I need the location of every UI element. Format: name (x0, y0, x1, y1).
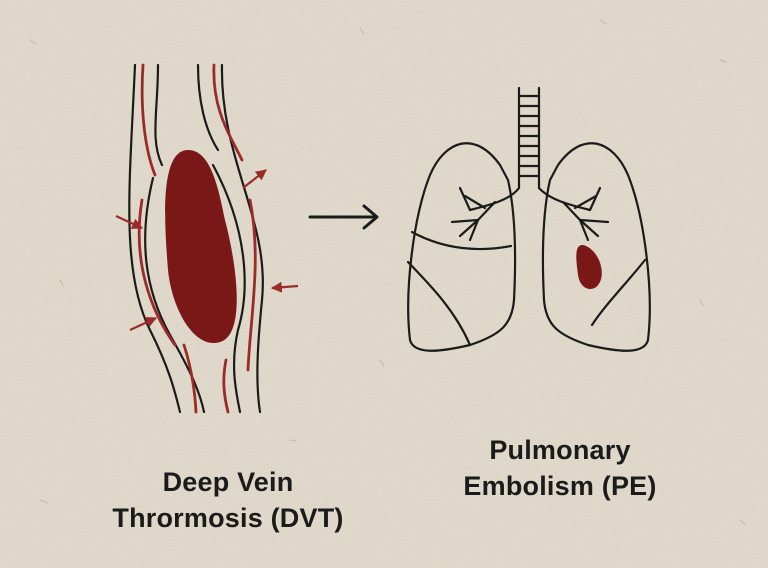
paper-specks (29, 19, 746, 525)
pe-label: Pulmonary Embolism (PE) (440, 432, 680, 504)
trachea (517, 86, 541, 190)
vein-with-clot-icon (115, 63, 299, 414)
dvt-label: Deep Vein Thrormosis (DVT) (78, 464, 378, 536)
left-lung (407, 142, 517, 352)
flow-arrows (115, 169, 299, 331)
pe-label-line-1: Pulmonary (489, 435, 631, 465)
bronchi (450, 186, 610, 242)
blood-clot (165, 150, 237, 344)
pulmonary-clot (576, 244, 602, 290)
pe-label-line-2: Embolism (PE) (463, 471, 657, 501)
dvt-label-line-2: Thrormosis (DVT) (112, 503, 344, 533)
right-arrow-icon (308, 204, 379, 230)
dvt-label-line-1: Deep Vein (162, 467, 294, 497)
lungs-icon (406, 86, 651, 352)
right-lung (541, 142, 651, 352)
